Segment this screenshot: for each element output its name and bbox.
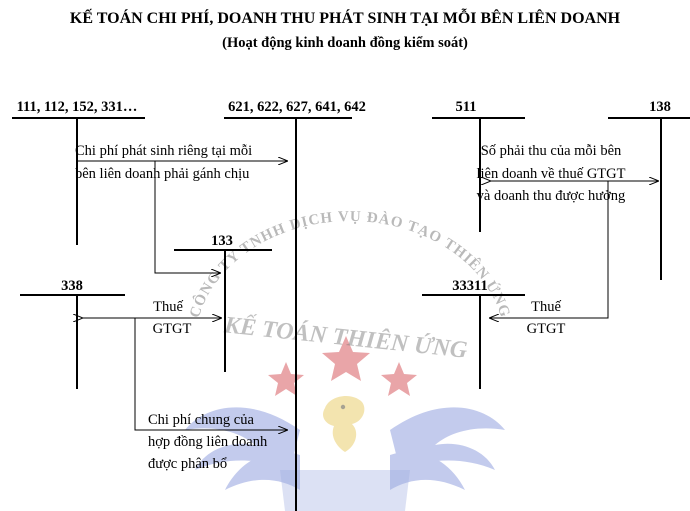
note-line: Chi phí phát sinh riêng tại mỗi	[75, 143, 252, 159]
note-chi-phi-chung: Chi phí chung của hợp đồng liên doanh đư…	[148, 412, 268, 472]
account-label-138: 138	[649, 99, 671, 115]
note-line: và doanh thu được hưởng	[477, 188, 626, 204]
note-line: Chi phí chung của	[148, 412, 254, 428]
t-account-111: 111, 112, 152, 331…	[12, 99, 145, 245]
note-line: GTGT	[153, 321, 192, 337]
t-account-133: 133	[174, 233, 272, 372]
account-label-33311: 33311	[452, 278, 487, 294]
t-account-511: 511	[432, 99, 525, 232]
note-chi-phi-rieng: Chi phí phát sinh riêng tại mỗi bên liên…	[75, 143, 252, 182]
diagram-subtitle: (Hoạt động kinh doanh đồng kiểm soát)	[222, 35, 468, 51]
shield-shape	[280, 470, 410, 511]
account-label-511: 511	[456, 99, 477, 115]
note-line: hợp đồng liên doanh	[148, 434, 268, 450]
note-line: GTGT	[527, 321, 566, 337]
account-label-621: 621, 622, 627, 641, 642	[228, 99, 366, 115]
diagram-title: KẾ TOÁN CHI PHÍ, DOANH THU PHÁT SINH TẠI…	[70, 7, 621, 27]
t-account-338: 338	[20, 278, 125, 389]
arrow-338-to-621	[134, 318, 287, 430]
note-line: liên doanh về thuế GTGT	[477, 166, 626, 182]
t-account-33311: 33311	[422, 278, 525, 389]
account-label-111: 111, 112, 152, 331…	[17, 99, 138, 115]
arrow-138-to-33311	[490, 181, 609, 318]
note-thue-right: Thuế GTGT	[527, 299, 566, 337]
note-so-phai-thu: Số phải thu của mỗi bên liên doanh về th…	[477, 143, 626, 204]
note-thue-left: Thuế GTGT	[153, 299, 192, 337]
note-line: Thuế	[153, 299, 183, 315]
eagle-wings	[185, 407, 505, 490]
note-line: Thuế	[531, 299, 561, 315]
account-label-133: 133	[211, 233, 233, 249]
watermark-company-text: CÔNG TY TNHH DỊCH VỤ ĐÀO TẠO THIÊN ỨNG	[187, 209, 513, 320]
watermark-logo: CÔNG TY TNHH DỊCH VỤ ĐÀO TẠO THIÊN ỨNG K…	[185, 209, 513, 511]
account-label-338: 338	[61, 278, 83, 294]
arrow-111-to-133	[154, 161, 220, 273]
eagle-head	[323, 396, 365, 452]
t-account-621: 621, 622, 627, 641, 642	[224, 99, 366, 511]
note-line: Số phải thu của mỗi bên	[481, 143, 622, 159]
note-line: được phân bổ	[148, 456, 227, 472]
note-line: bên liên doanh phải gánh chịu	[75, 166, 249, 182]
t-account-138: 138	[608, 99, 690, 280]
